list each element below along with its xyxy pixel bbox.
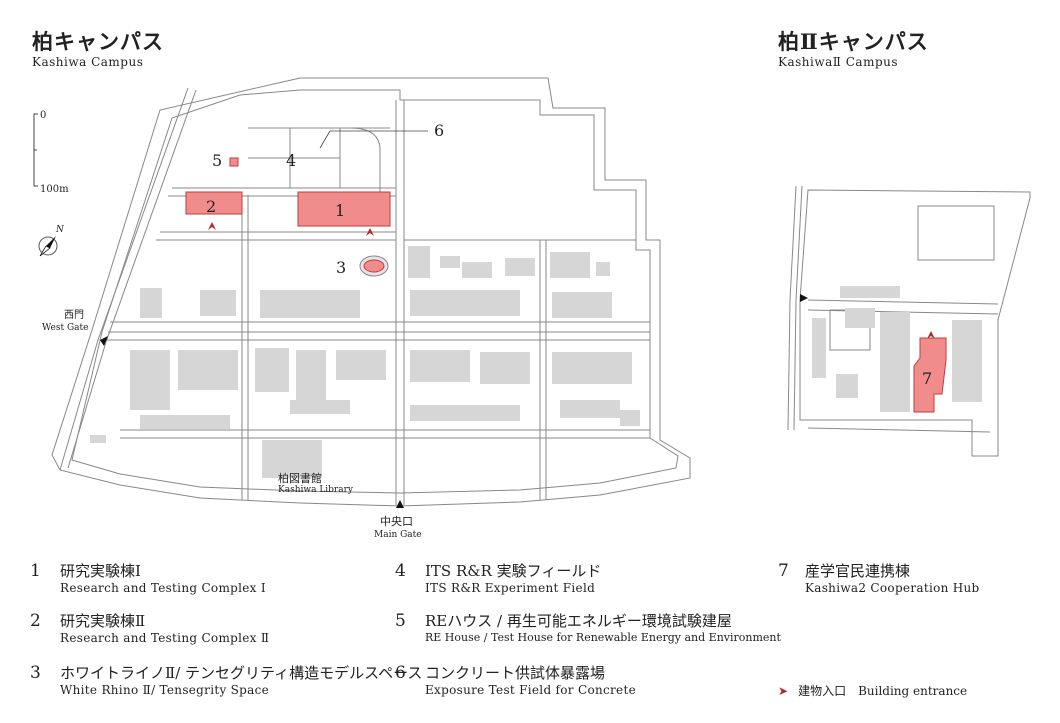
map-label-7: 7 <box>922 369 932 388</box>
legend-num-6: 6 <box>395 663 406 683</box>
map-label-5: 5 <box>212 151 222 170</box>
legend-en-1: Research and Testing Complex Ⅰ <box>60 581 266 595</box>
map-labels: 1 2 3 4 5 6 7 <box>206 121 932 388</box>
legend-en-7: Kashiwa2 Cooperation Hub <box>805 581 980 595</box>
map-label-1: 1 <box>335 201 345 220</box>
cross-road-lower <box>120 429 650 439</box>
legend-en-2: Research and Testing Complex Ⅱ <box>60 631 270 645</box>
campus-boundary <box>51 77 691 507</box>
legend-num-7: 7 <box>778 561 789 581</box>
north-arrow <box>38 236 58 257</box>
map-text-labels: 0 100m N 西門 West Gate 柏図書館 Kashiwa Libra… <box>40 110 422 540</box>
legend-en-3: White Rhino Ⅱ/ Tensegrity Space <box>60 683 270 697</box>
legend-en-6: Exposure Test Field for Concrete <box>425 683 636 697</box>
west-road <box>59 87 189 471</box>
legend-en-4: ITS R&R Experiment Field <box>425 581 596 595</box>
main-gate-en: Main Gate <box>374 530 422 540</box>
map-label-6: 6 <box>434 121 444 140</box>
kashiwa2-campus-map <box>787 185 1031 457</box>
legend-num-1: 1 <box>30 561 41 581</box>
west-gate-jp: 西門 <box>64 309 84 321</box>
campus2-boundary <box>799 189 1031 457</box>
legend-num-4: 4 <box>395 561 406 581</box>
scale-end: 100m <box>40 184 69 195</box>
legend-jp-3: ホワイトライノⅡ/ テンセグリティ構造モデルスペース <box>60 664 423 682</box>
campus2-subtitle: KashiwaⅡ Campus <box>778 55 899 69</box>
cross-road-upper <box>108 321 650 333</box>
building-3[interactable] <box>363 259 385 273</box>
entrance-legend: ➤ 建物入口 Building entrance <box>778 682 967 699</box>
legend-num-5: 5 <box>395 611 406 631</box>
west-gate-en: West Gate <box>42 323 88 333</box>
legend-num-3: 3 <box>30 663 41 683</box>
building-1[interactable] <box>297 191 391 227</box>
legend-jp-7: 産学官民連携棟 <box>805 562 911 580</box>
west-gate-marker <box>100 336 108 346</box>
entrance-legend-label: 建物入口 Building entrance <box>798 684 968 698</box>
legend-en-5: RE House / Test House for Renewable Ener… <box>425 631 781 644</box>
its-field-grid <box>248 127 390 188</box>
map-label-2: 2 <box>206 197 216 216</box>
campus1-title: 柏キャンパス <box>32 29 164 54</box>
library-en: Kashiwa Library <box>278 485 354 495</box>
map-label-3: 3 <box>336 258 346 277</box>
main-gate-jp: 中央口 <box>380 515 413 528</box>
library-building <box>262 440 322 478</box>
campus1-subtitle: Kashiwa Campus <box>32 55 144 69</box>
campus2-buildings <box>812 286 982 412</box>
legend-jp-5: REハウス / 再生可能エネルギー環境試験建屋 <box>425 612 732 630</box>
entrance-arrow-icon: ➤ <box>778 684 789 698</box>
building-2[interactable] <box>185 191 243 215</box>
kashiwa-campus-map <box>51 77 691 507</box>
legend-jp-2: 研究実験棟Ⅱ <box>60 612 146 630</box>
north-label: N <box>55 225 65 235</box>
scale-zero: 0 <box>40 110 46 121</box>
scale-bar <box>33 113 38 187</box>
main-gate-marker <box>396 500 404 508</box>
campus-buildings <box>90 246 640 478</box>
campus2-gate-marker <box>800 294 808 302</box>
building-5[interactable] <box>229 157 239 167</box>
legend-jp-1: 研究実験棟Ⅰ <box>60 562 141 580</box>
legend-num-2: 2 <box>30 611 41 631</box>
legend-jp-6: コンクリート供試体暴露場 <box>425 664 606 682</box>
inner-road <box>71 89 679 494</box>
campus2-title: 柏Ⅱキャンパス <box>778 29 929 54</box>
central-road <box>395 100 405 505</box>
legend-jp-4: ITS R&R 実験フィールド <box>425 562 602 580</box>
building-7[interactable] <box>913 337 947 413</box>
library-jp: 柏図書館 <box>278 471 322 485</box>
map-label-4: 4 <box>286 151 296 170</box>
entrance-arrows <box>208 222 935 339</box>
